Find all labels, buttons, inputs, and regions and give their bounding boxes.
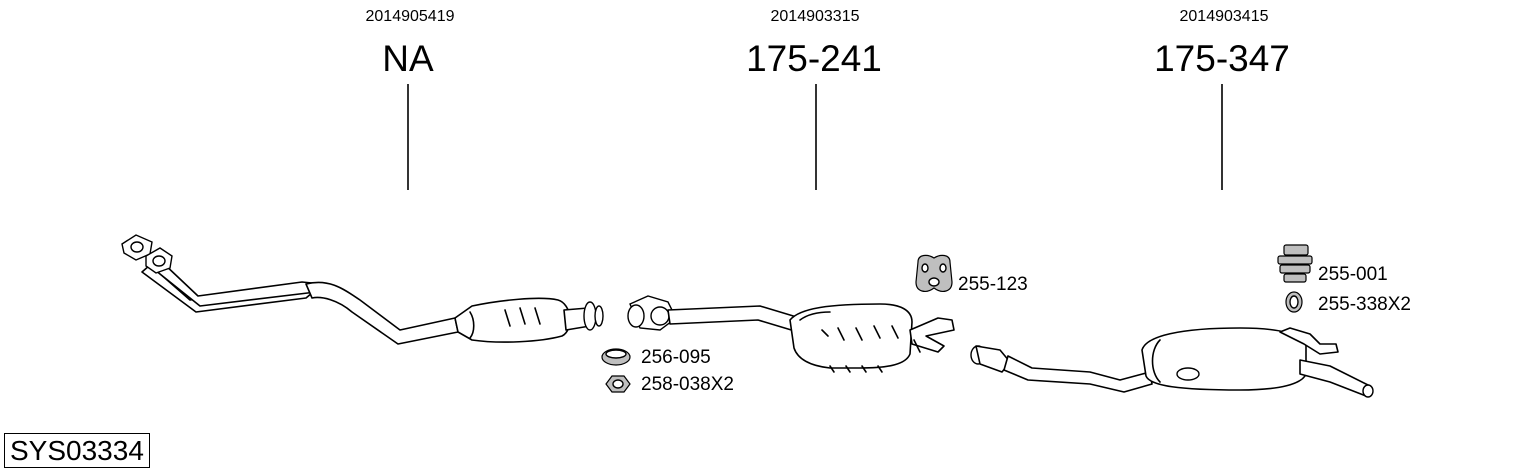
part-number-front: NA [382, 38, 434, 79]
nut-icon [605, 375, 631, 393]
label-ring: 255-338X2 [1318, 294, 1411, 315]
label-clamp: 256-095 [641, 347, 711, 368]
label-rubber-mount: 255-001 [1318, 264, 1388, 285]
ring-icon [1285, 291, 1303, 313]
hanger-icon [915, 254, 953, 292]
middle-silencer [627, 295, 955, 373]
part-number-rear: 175-347 [1154, 38, 1290, 79]
part-number-middle: 175-241 [746, 38, 882, 79]
clamp-icon [601, 348, 631, 366]
label-nut: 258-038X2 [641, 374, 734, 395]
label-hanger: 255-123 [958, 274, 1028, 295]
oe-number-middle: 2014903315 [770, 8, 860, 25]
system-code: SYS03334 [4, 433, 150, 468]
rear-silencer [970, 327, 1374, 398]
oe-number-rear: 2014903415 [1179, 8, 1269, 25]
rubber-mount-icon [1277, 244, 1313, 283]
front-pipe-with-catalyst [121, 234, 604, 345]
oe-number-front: 2014905419 [365, 8, 455, 25]
